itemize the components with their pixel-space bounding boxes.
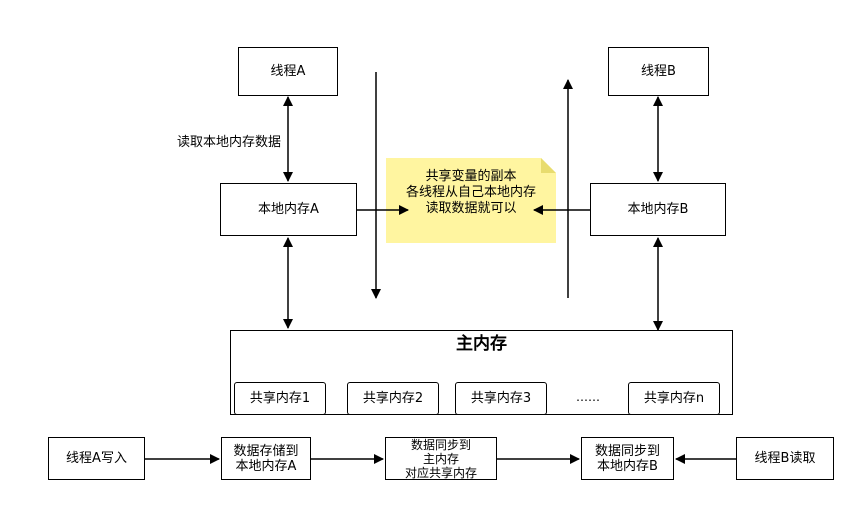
local-memory-b-box: 本地内存B <box>590 183 726 236</box>
shared-memory-3: 共享内存3 <box>455 382 547 415</box>
flow-step-2: 数据存储到 本地内存A <box>221 437 311 480</box>
flow-step-1: 线程A写入 <box>48 437 145 480</box>
note: 共享变量的副本 各线程从自己本地内存 读取数据就可以 <box>386 169 556 217</box>
thread-b-box: 线程B <box>608 47 709 96</box>
main-memory-title: 主内存 <box>456 334 507 354</box>
note-fold <box>541 158 556 173</box>
note-line-3: 读取数据就可以 <box>425 201 517 216</box>
shared-memory-n-label: 共享内存n <box>643 391 705 406</box>
thread-a-label: 线程A <box>270 64 306 79</box>
flow-step-2-label: 数据存储到 本地内存A <box>233 443 299 474</box>
thread-a-box: 线程A <box>238 47 338 96</box>
flow-step-4: 数据同步到 本地内存B <box>581 437 674 480</box>
shared-memory-1-label: 共享内存1 <box>249 391 311 406</box>
note-line-2: 各线程从自己本地内存 <box>405 185 536 200</box>
shared-memory-2: 共享内存2 <box>347 382 439 415</box>
read-local-memory-label: 读取本地内存数据 <box>177 135 282 150</box>
flow-step-3: 数据同步到 主内存 对应共享内存 <box>385 437 497 480</box>
flow-step-4-label: 数据同步到 本地内存B <box>594 443 660 474</box>
flow-step-5-label: 线程B读取 <box>754 451 816 466</box>
shared-memory-2-label: 共享内存2 <box>362 391 424 406</box>
local-memory-a-label: 本地内存A <box>258 202 319 217</box>
shared-memory-1: 共享内存1 <box>234 382 326 415</box>
shared-memory-3-label: 共享内存3 <box>470 391 532 406</box>
flow-step-5: 线程B读取 <box>736 437 834 480</box>
note-shape <box>386 158 556 243</box>
local-memory-b-label: 本地内存B <box>627 202 689 217</box>
thread-b-label: 线程B <box>641 64 676 79</box>
note-line-1: 共享变量的副本 <box>425 169 517 184</box>
ellipsis-label: …… <box>576 390 600 404</box>
flow-step-3-label: 数据同步到 主内存 对应共享内存 <box>404 437 477 480</box>
flow-step-1-label: 线程A写入 <box>66 451 127 466</box>
shared-memory-n: 共享内存n <box>628 382 720 415</box>
local-memory-a-box: 本地内存A <box>220 183 357 236</box>
